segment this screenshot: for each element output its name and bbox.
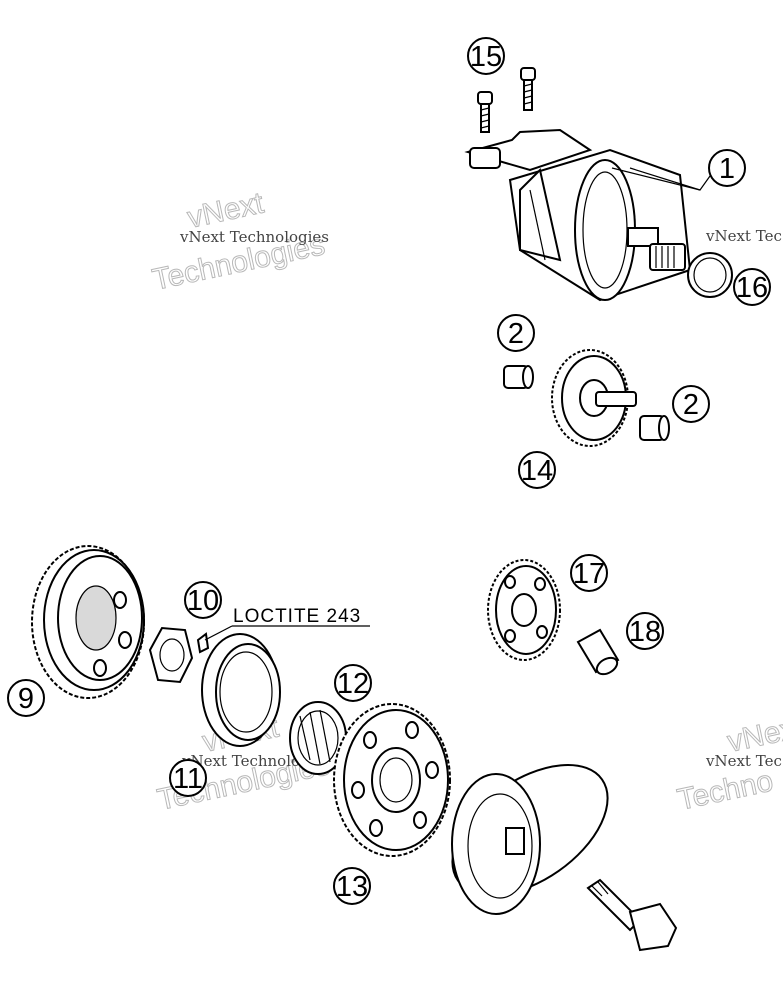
watermark-right-top: vNext Tec (705, 227, 782, 245)
callout-label: 13 (336, 871, 368, 903)
watermark-text: vNext Tec (705, 227, 782, 245)
watermark-text: vNext Technologies (179, 228, 329, 246)
part-freewheel-ring-11 (201, 633, 281, 747)
callout-label: 9 (18, 683, 34, 715)
loctite-note: LOCTITE 243 (233, 606, 361, 627)
callout-11: 11 (169, 759, 207, 797)
callout-2b: 2 (672, 385, 710, 423)
part-starter-motor-1 (464, 128, 701, 302)
part-gear-17 (487, 559, 561, 661)
callout-16: 16 (733, 268, 771, 306)
part-flywheel (451, 763, 609, 915)
callout-17: 17 (570, 554, 608, 592)
svg-text:Techno: Techno (675, 764, 776, 816)
callout-15: 15 (467, 37, 505, 75)
watermark-text: vNext Tec (705, 752, 782, 770)
callout-label: 18 (629, 616, 661, 648)
part-nut-10 (148, 626, 210, 684)
callout-label: 16 (736, 272, 768, 304)
callout-label: 11 (173, 763, 203, 795)
callout-label: 1 (719, 153, 735, 185)
callout-18: 18 (626, 612, 664, 650)
callout-1: 1 (708, 149, 746, 187)
part-screw-15b (520, 67, 536, 111)
callout-label: 2 (508, 318, 524, 350)
callout-label: 17 (573, 558, 605, 590)
part-intermediate-gear-14 (551, 349, 637, 447)
part-freewheel-gear-9 (31, 545, 145, 699)
part-bolt (586, 878, 678, 952)
part-screw-15a (477, 91, 493, 133)
callout-label: 14 (521, 455, 553, 487)
callout-label: 12 (337, 668, 369, 700)
part-o-ring-16 (687, 252, 733, 298)
part-needle-bearing-2b (639, 415, 670, 441)
callout-13: 13 (333, 867, 371, 905)
callout-label: 10 (187, 585, 219, 617)
callout-14: 14 (518, 451, 556, 489)
callout-label: 15 (470, 41, 502, 73)
watermark-top-left: vNext Technologies vNext Technologies (149, 186, 329, 297)
callout-9: 9 (7, 679, 45, 717)
leader-lines (204, 167, 711, 641)
callout-12: 12 (334, 664, 372, 702)
part-starter-gear-13 (333, 703, 451, 857)
callout-10: 10 (184, 581, 222, 619)
part-needle-bearing-2a (503, 365, 534, 389)
callout-2a: 2 (497, 314, 535, 352)
watermark-right-mid: vNext Techno vNext Tec (674, 710, 783, 817)
callout-label: 2 (683, 389, 699, 421)
part-bushing-18 (576, 628, 620, 676)
